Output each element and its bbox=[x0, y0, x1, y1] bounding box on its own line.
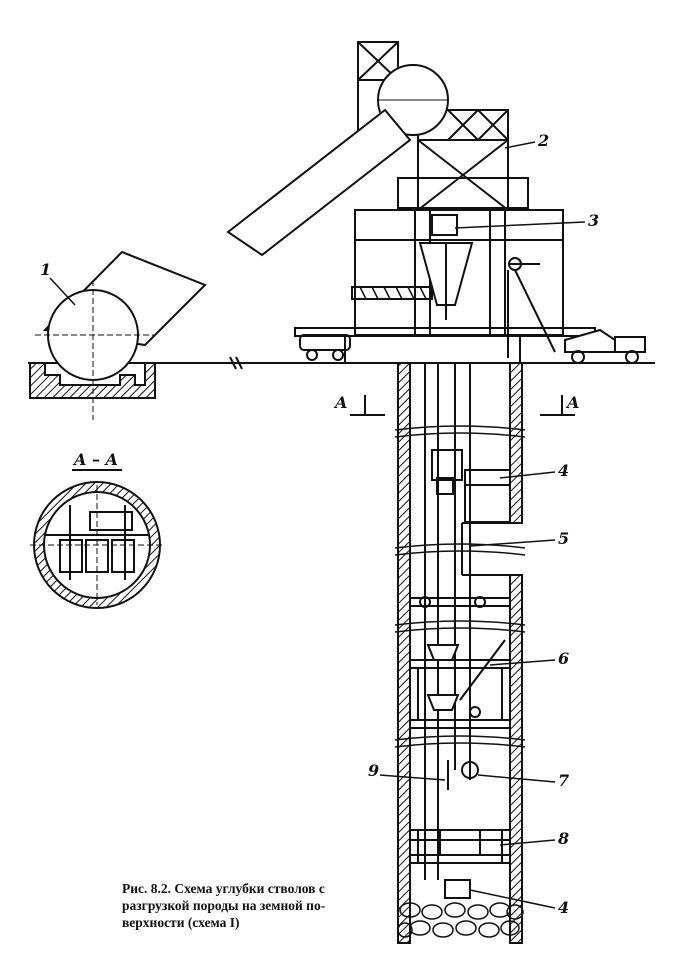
label-2: 2 bbox=[537, 131, 549, 150]
label-5: 5 bbox=[558, 529, 569, 548]
section-a-a bbox=[30, 481, 165, 609]
surface-building bbox=[294, 209, 596, 363]
label-3: 3 bbox=[588, 211, 599, 230]
dump-truck-right bbox=[564, 328, 646, 364]
section-title: A – A bbox=[72, 450, 118, 469]
rock-bin-1 bbox=[29, 250, 207, 420]
label-8: 8 bbox=[557, 829, 569, 848]
caption-line-1: Рис. 8.2. Схема углубки стволов с bbox=[122, 881, 325, 896]
label-4-bottom: 4 bbox=[558, 898, 569, 917]
label-7: 7 bbox=[558, 771, 569, 790]
section-mark-left: A bbox=[333, 393, 347, 412]
label-6: 6 bbox=[558, 649, 569, 668]
label-4-top: 4 bbox=[558, 461, 569, 480]
figure-caption: Рис. 8.2. Схема углубки стволов с разгру… bbox=[122, 880, 372, 931]
rock-bottom bbox=[397, 902, 524, 938]
caption-line-2: разгрузкой породы на земной по- bbox=[122, 898, 326, 913]
section-mark-right: A bbox=[565, 393, 579, 412]
caption-line-3: верхности (схема I) bbox=[122, 915, 240, 930]
label-1: 1 bbox=[40, 260, 51, 279]
label-9: 9 bbox=[368, 761, 379, 780]
vehicle-left bbox=[299, 334, 351, 361]
shaft bbox=[394, 362, 526, 944]
headframe-2 bbox=[226, 41, 529, 257]
